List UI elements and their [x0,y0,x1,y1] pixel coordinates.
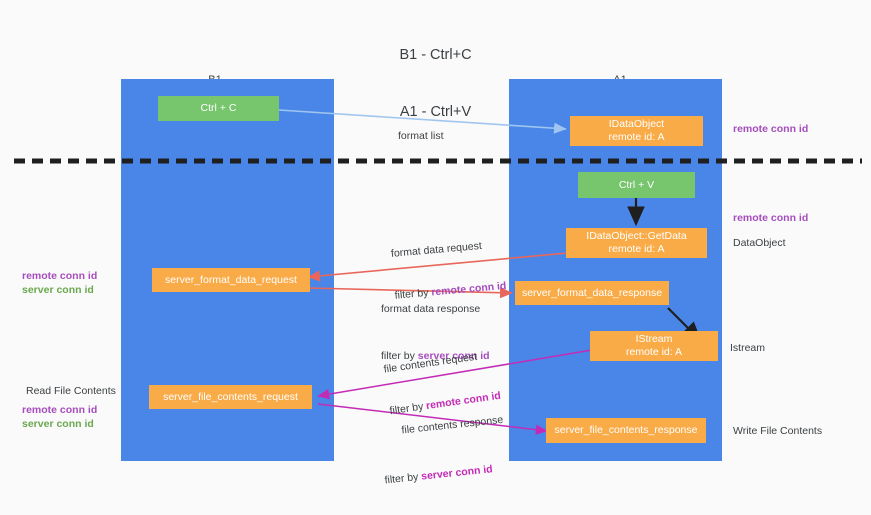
node-getdata-line2: remote id: A [608,243,665,255]
edge-label-format-data-response-line1: format data response [381,303,481,315]
page-title: B1 - Ctrl+C A1 - Ctrl+V [0,8,871,160]
filter-prefix-4: filter by [384,470,422,487]
label-write-file-contents: Write File Contents [733,425,823,437]
node-idataobject[interactable]: IDataObject remote id: A [570,116,703,146]
arrow-file-contents-request [317,349,593,400]
arrow-file-contents-response [317,403,548,435]
edge-label-file-contents-request-line1: file contents request [383,350,478,376]
node-server-file-contents-response[interactable]: server_file_contents_response [546,418,706,443]
label-remote-conn-id-mid: remote conn id [733,212,809,224]
node-idataobject-line2: remote id: A [608,131,665,143]
node-istream[interactable]: IStream remote id: A [590,331,718,361]
node-ctrl-v-label: Ctrl + V [618,178,655,191]
arrow-format-list [278,109,567,134]
node-server-format-data-response[interactable]: server_format_data_response [515,281,669,305]
diagram-canvas: B1 - Ctrl+C A1 - Ctrl+V B1 connection A1… [0,8,871,487]
label-left-remote-conn-id-mid: remote conn id [22,270,98,282]
node-server-format-data-request-label: server_format_data_request [165,273,297,286]
node-ctrl-v[interactable]: Ctrl + V [578,172,695,198]
connector-layer [14,109,862,435]
label-read-file-contents: Read File Contents [26,385,116,397]
filter-prefix-2: filter by [381,350,418,362]
title-line-1: B1 - Ctrl+C [399,47,472,63]
edge-label-format-list-line1: format list [398,130,444,142]
edge-label-format-data-request-line1: format data request [390,239,483,260]
edge-label-format-data-response: format data response filter by server co… [381,274,490,391]
label-left-server-conn-id-mid: server conn id [22,284,94,296]
arrow-format-data-response [307,287,513,299]
node-istream-line1: IStream [635,333,673,345]
node-ctrl-c-label: Ctrl + C [200,102,237,114]
node-server-format-data-response-label: server_format_data_response [521,286,663,299]
node-server-file-contents-request[interactable]: server_file_contents_request [149,385,312,409]
edge-label-format-list: format list [398,101,444,171]
filter-key-server-conn-id-1: server conn id [417,350,490,362]
label-left-server-conn-id-bottom: server conn id [22,418,94,430]
node-idataobject-line1: IDataObject [608,118,665,130]
node-server-file-contents-request-label: server_file_contents_request [163,390,298,403]
node-getdata-line1: IDataObject::GetData [586,230,687,242]
edge-label-format-data-response-filter: filter by server conn id [381,349,490,363]
title-line-2: A1 - Ctrl+V [399,104,472,120]
node-server-file-contents-response-label: server_file_contents_response [554,424,698,436]
node-istream-line2: remote id: A [625,346,683,358]
label-remote-conn-id-top: remote conn id [733,123,809,135]
arrow-format-data-request [307,251,579,282]
edge-label-file-contents-response-line1: file contents response [400,413,504,437]
node-getdata[interactable]: IDataObject::GetData remote id: A [566,228,707,258]
filter-key-server-conn-id-2: server conn id [420,463,494,483]
label-dataobject: DataObject [733,237,786,249]
edge-label-file-contents-response: file contents response filter by server … [376,385,512,515]
label-istream: Istream [730,342,766,354]
label-left-remote-conn-id-bottom: remote conn id [22,404,98,416]
node-ctrl-c[interactable]: Ctrl + C [158,96,279,121]
edge-label-file-contents-response-filter: filter by server conn id [384,461,509,488]
node-server-format-data-request[interactable]: server_format_data_request [152,268,310,292]
